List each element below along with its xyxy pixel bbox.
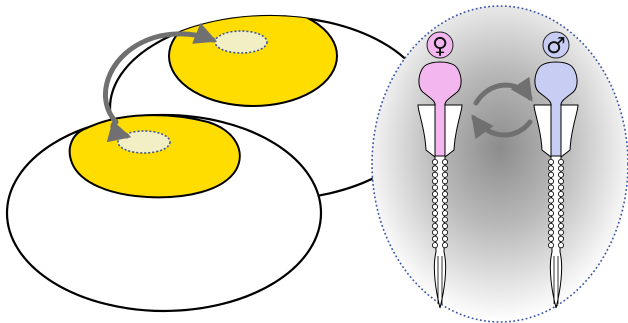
female-embryo-somite: [442, 230, 447, 235]
male-symbol: ♂: [546, 34, 566, 59]
female-embryo-somite: [442, 204, 447, 209]
female-embryo-somite: [442, 191, 447, 196]
front-egg-yolk: [70, 115, 240, 197]
female-embryo-somite: [432, 166, 437, 171]
embryo-inset: ♀ ♂: [372, 6, 628, 322]
female-embryo-somite: [442, 243, 447, 248]
male-embryo-somite: [558, 217, 563, 222]
inset-oval: [372, 6, 628, 322]
back-egg-blastodisc: [215, 31, 267, 53]
female-embryo-somite: [432, 159, 437, 164]
female-embryo-somite: [432, 179, 437, 184]
female-embryo-somite: [442, 211, 447, 216]
female-embryo-somite: [442, 172, 447, 177]
female-embryo-somite: [442, 159, 447, 164]
male-embryo-somite: [548, 179, 553, 184]
female-embryo-somite: [432, 204, 437, 209]
male-embryo-somite: [548, 211, 553, 216]
female-embryo-somite: [432, 243, 437, 248]
male-embryo-somite: [558, 243, 563, 248]
male-embryo-somite: [548, 159, 553, 164]
male-embryo-somite: [558, 179, 563, 184]
female-embryo-somite: [442, 236, 447, 241]
male-embryo-somite: [548, 230, 553, 235]
male-embryo-somite: [558, 236, 563, 241]
male-embryo-somite: [548, 166, 553, 171]
female-embryo-somite: [432, 185, 437, 190]
front-egg: [7, 115, 321, 311]
male-embryo-somite: [548, 204, 553, 209]
female-embryo-somite: [432, 172, 437, 177]
male-embryo-somite: [548, 198, 553, 203]
male-embryo-somite: [548, 236, 553, 241]
female-embryo-somite: [432, 198, 437, 203]
male-embryo-somite: [548, 172, 553, 177]
female-embryo-somite: [442, 166, 447, 171]
female-embryo-somite: [432, 217, 437, 222]
male-embryo-somite: [558, 185, 563, 190]
male-embryo-somite: [558, 172, 563, 177]
female-embryo-somite: [432, 191, 437, 196]
female-embryo-somite: [432, 223, 437, 228]
female-embryo-somite: [442, 217, 447, 222]
male-embryo-somite: [548, 243, 553, 248]
male-embryo-somite: [558, 204, 563, 209]
female-embryo-somite: [442, 198, 447, 203]
male-embryo-somite: [558, 166, 563, 171]
female-embryo-somite: [432, 230, 437, 235]
female-symbol: ♀: [432, 34, 448, 59]
male-embryo-somite: [548, 217, 553, 222]
back-egg-yolk: [169, 6, 337, 106]
male-embryo-somite: [548, 223, 553, 228]
male-embryo-somite: [558, 191, 563, 196]
female-embryo-somite: [442, 223, 447, 228]
male-embryo-somite: [548, 185, 553, 190]
female-embryo-somite: [432, 211, 437, 216]
male-embryo-somite: [548, 191, 553, 196]
male-embryo-somite: [558, 198, 563, 203]
male-embryo-somite: [558, 211, 563, 216]
male-embryo-somite: [558, 223, 563, 228]
female-embryo-somite: [442, 185, 447, 190]
female-embryo-somite: [432, 236, 437, 241]
female-embryo-somite: [442, 179, 447, 184]
male-embryo-somite: [558, 230, 563, 235]
male-embryo-somite: [558, 159, 563, 164]
